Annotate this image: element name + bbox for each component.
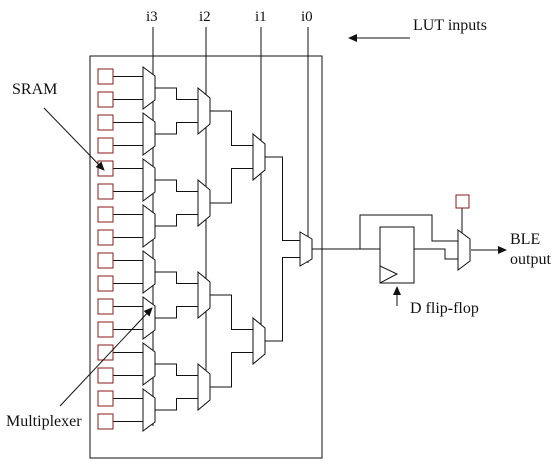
sram-cells	[97, 68, 114, 430]
sram-cell	[97, 321, 114, 338]
mux-to-mux-wire	[265, 257, 300, 342]
sram-cell	[97, 367, 114, 384]
sram-cell	[97, 344, 114, 361]
input-label-i0: i0	[301, 9, 313, 25]
sram-cell	[97, 413, 114, 430]
sram-cell	[97, 275, 114, 292]
mux-level2	[197, 86, 211, 136]
wires	[113, 27, 463, 426]
mux-level1	[142, 66, 156, 110]
sram-cell	[97, 298, 114, 315]
mux-to-mux-wire	[210, 168, 253, 204]
d-flip-flop	[379, 226, 415, 284]
ble-output-label-line2: output	[510, 251, 551, 268]
multiplexer-pointer-arrow	[59, 307, 153, 407]
lut-inputs-label: LUT inputs	[413, 17, 487, 34]
output-mux	[457, 229, 471, 271]
mux-to-mux-wire	[155, 214, 198, 227]
mux-level1	[142, 250, 156, 294]
mux-to-mux-wire	[210, 294, 253, 330]
sram-cell	[97, 229, 114, 246]
mux-to-mux-wire	[155, 363, 198, 376]
mux-to-mux-wire	[210, 352, 253, 388]
sram-pointer-arrow	[43, 107, 105, 171]
sram-cell	[97, 114, 114, 131]
mux-level3	[252, 316, 266, 366]
mux-to-mux-wire	[155, 398, 198, 411]
input-label-i1: i1	[255, 9, 267, 25]
mux-to-mux-wire	[155, 87, 198, 100]
sram-label: SRAM	[12, 81, 57, 98]
sram-cell	[97, 390, 114, 407]
input-label-i2: i2	[199, 9, 211, 25]
mux-level2	[197, 362, 211, 412]
mux-to-mux-wire	[265, 156, 300, 241]
ff-output-wire	[414, 248, 458, 260]
multiplexer-label: Multiplexer	[6, 413, 82, 430]
mux-to-mux-wire	[155, 122, 198, 135]
mux-level4	[299, 231, 313, 267]
sram-cell	[97, 68, 114, 85]
sram-cell	[97, 252, 114, 269]
input-label-i3: i3	[146, 9, 158, 25]
d-flip-flop-label: D flip-flop	[410, 300, 479, 317]
mux-to-mux-wire	[155, 179, 198, 192]
mux-to-mux-wire	[155, 271, 198, 284]
mux-level3	[252, 132, 266, 182]
sram-cell	[97, 206, 114, 223]
bypass-wire	[359, 214, 458, 249]
mux-to-mux-wire	[210, 110, 253, 146]
mux-level1	[142, 388, 156, 432]
mux-level1	[142, 204, 156, 248]
mux-level1	[142, 112, 156, 156]
sram-cell	[97, 183, 114, 200]
mux-level1	[142, 158, 156, 202]
mux-level2	[197, 178, 211, 228]
clock-triangle-icon	[379, 265, 399, 284]
mux-level1	[142, 342, 156, 386]
sram-cell	[97, 160, 114, 177]
ble-output-label-line1: BLE	[510, 231, 540, 248]
sram-cell	[97, 91, 114, 108]
mux-level2	[197, 270, 211, 320]
output-mux-sram	[455, 194, 470, 209]
mux-to-mux-wire	[155, 306, 198, 319]
sram-cell	[97, 137, 114, 154]
